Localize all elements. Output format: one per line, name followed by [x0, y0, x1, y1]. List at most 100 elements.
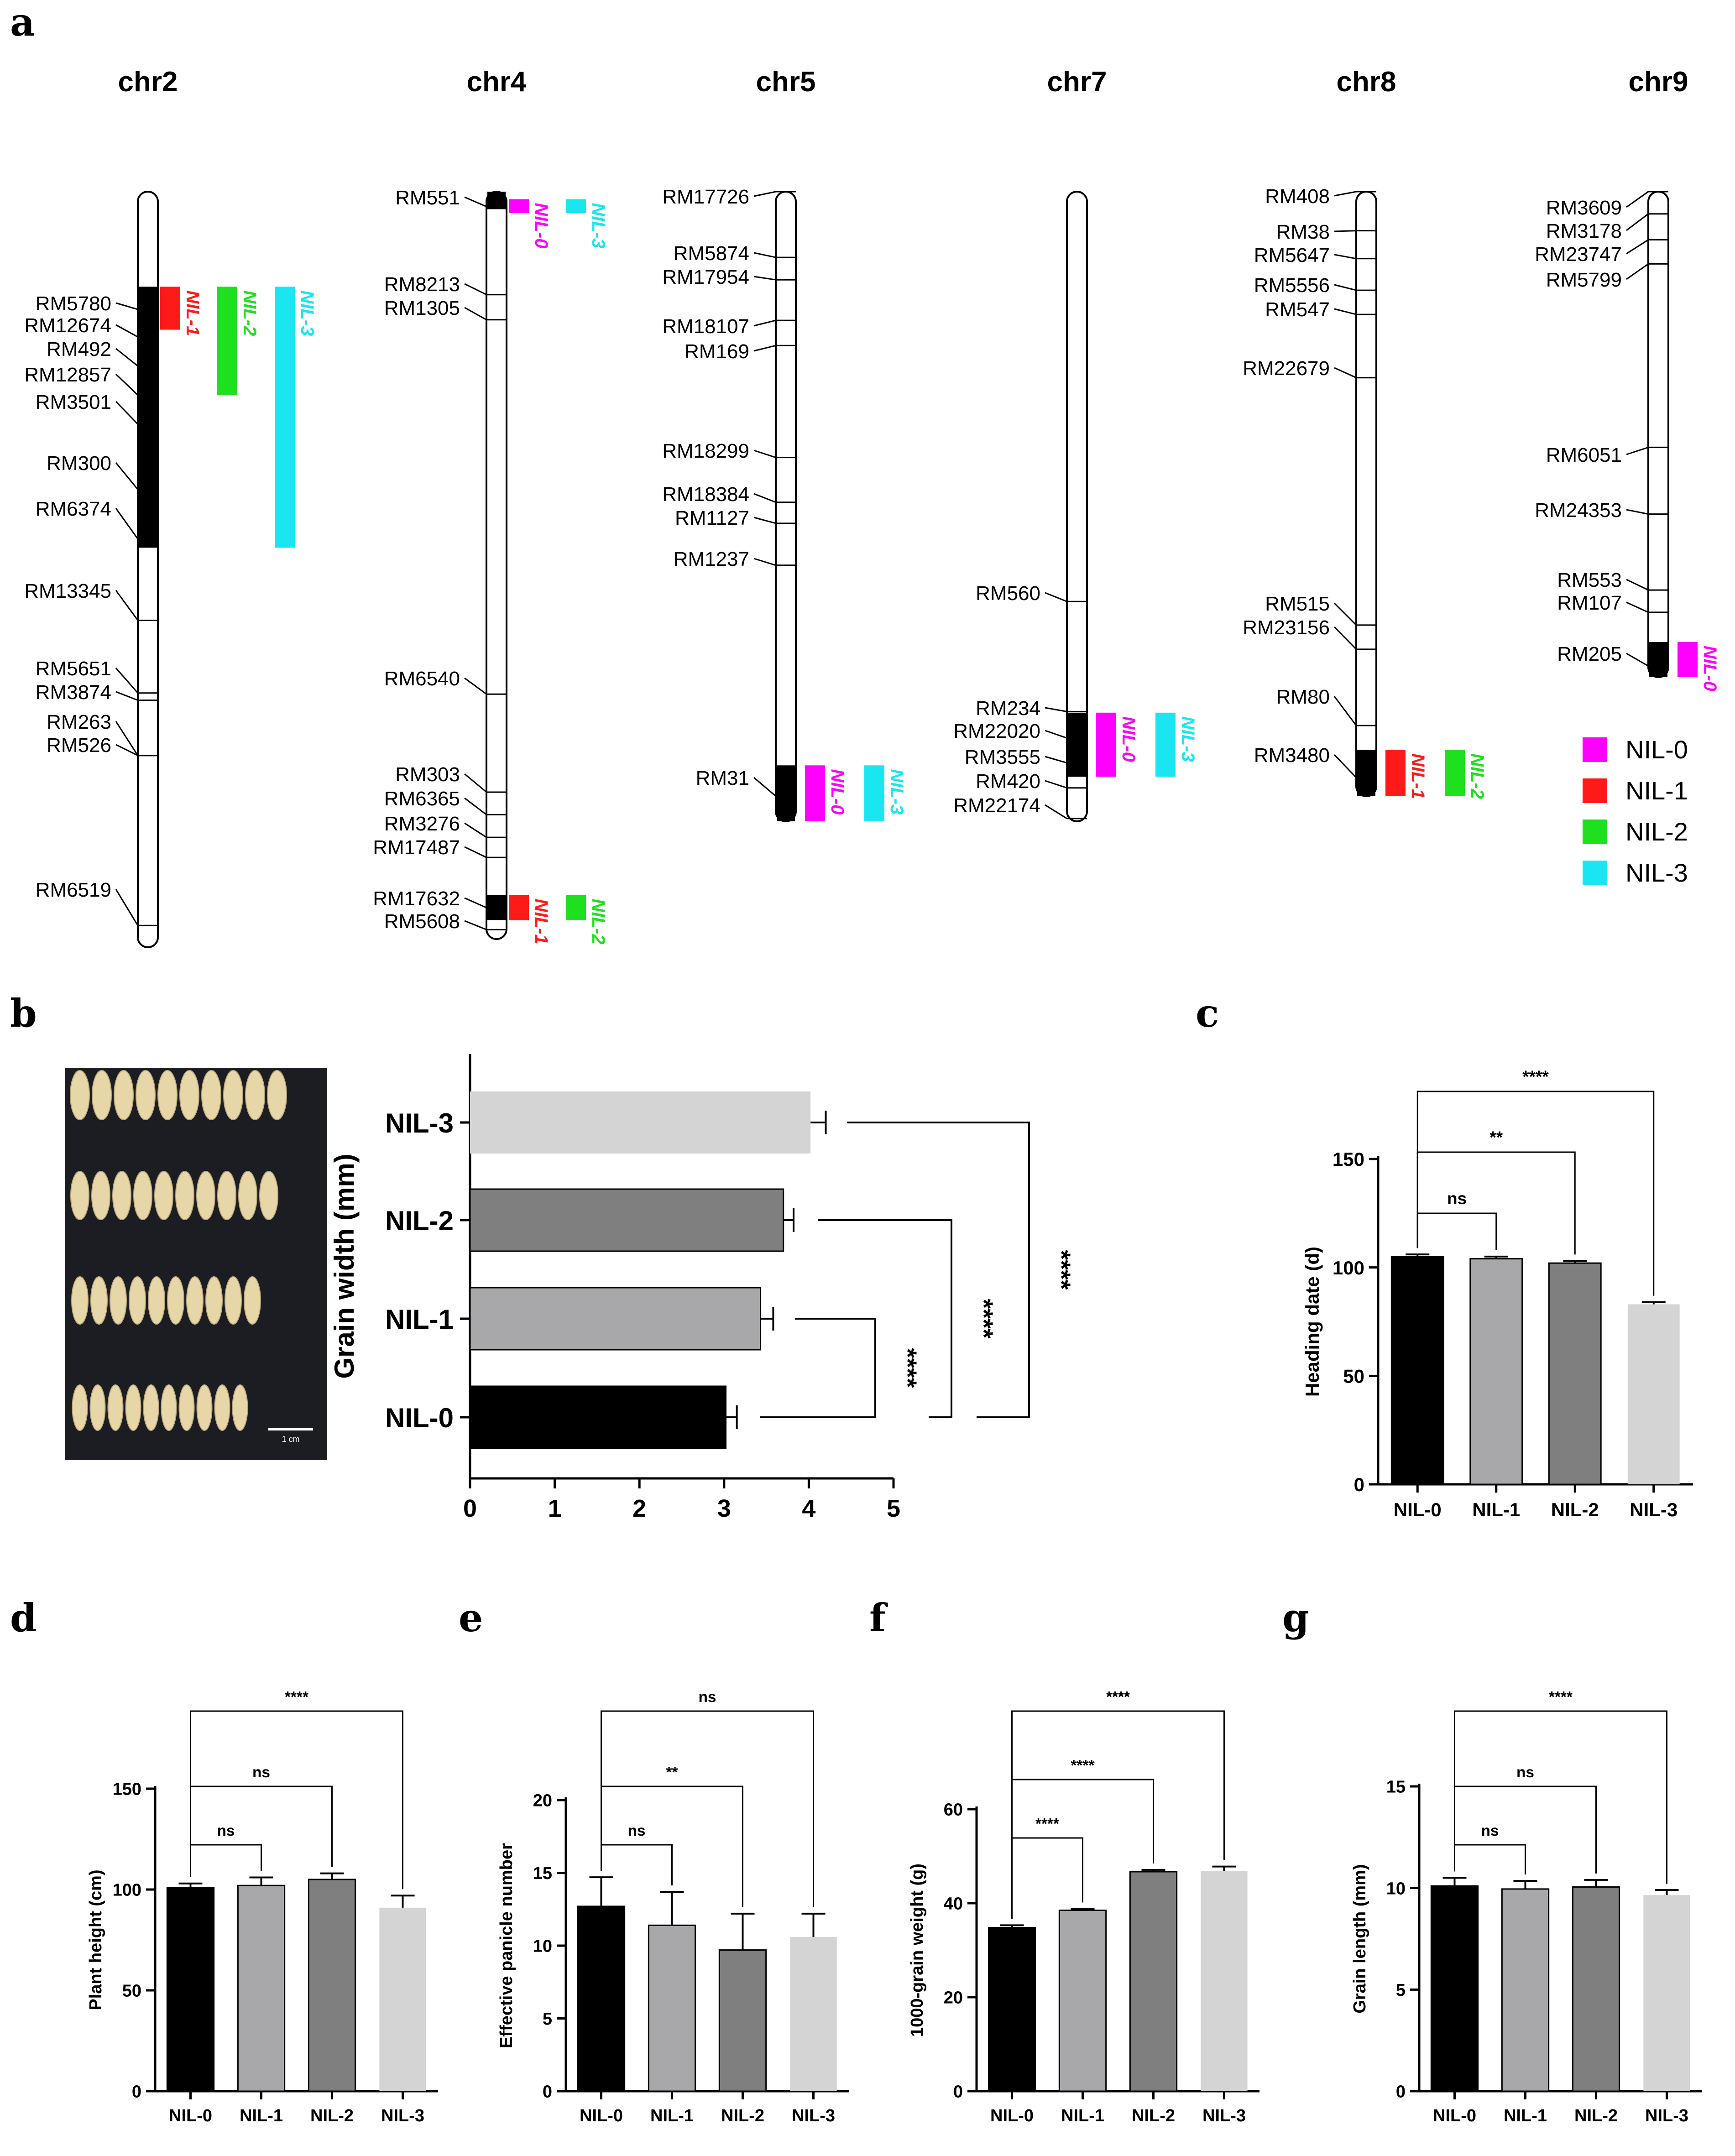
y-tick-label: 15: [1386, 1778, 1406, 1797]
segment-label-nil-2: NIL-2: [240, 290, 260, 336]
grain: [148, 1276, 165, 1325]
segment-nil-3: [566, 199, 586, 213]
x-tick-label: 3: [717, 1495, 731, 1522]
legend-label-nil-1: NIL-1: [1625, 776, 1688, 805]
x-tick-label-nil-2: NIL-2: [1551, 1499, 1599, 1520]
grain: [167, 1276, 184, 1325]
marker-label: RM80: [1276, 686, 1330, 708]
significance-bracket: [1416, 1091, 1655, 1296]
y-tick-label-nil-2: NIL-2: [385, 1206, 454, 1236]
marker-label: RM22174: [953, 794, 1040, 817]
y-tick-label-nil-0: NIL-0: [385, 1403, 454, 1433]
segment-label-nil-0: NIL-0: [827, 769, 847, 814]
marker-label: RM13345: [24, 580, 111, 602]
chromosome-chr7: chr7RM560RM234RM22020RM3555RM420RM22174N…: [953, 66, 1198, 822]
marker-leader: [115, 721, 139, 756]
significance-bracket: [190, 1710, 403, 1890]
marker-leader: [464, 846, 487, 858]
marker-leader: [1045, 730, 1067, 739]
marker-leader: [753, 493, 776, 503]
segment-nil-2: [566, 895, 586, 920]
marker-leader: [1626, 263, 1649, 280]
segment-label-nil-3: NIL-3: [588, 203, 608, 249]
chromosome-title: chr7: [1047, 66, 1107, 98]
y-tick-label: 5: [1396, 1981, 1406, 2000]
marker-label: RM5874: [674, 242, 749, 265]
legend-label-nil-3: NIL-3: [1625, 858, 1688, 887]
grain: [238, 1171, 257, 1220]
grain: [205, 1276, 223, 1325]
marker-label: RM3276: [384, 813, 460, 835]
x-tick-label-nil-3: NIL-3: [381, 2106, 424, 2125]
grain: [71, 1276, 89, 1325]
panel-label-e: e: [459, 1595, 483, 1640]
segment-nil-1: [1385, 750, 1406, 796]
chromosome-title: chr5: [756, 66, 816, 98]
grain: [217, 1171, 236, 1220]
y-axis-title: Grain length (mm): [1350, 1864, 1369, 2013]
marker-leader: [1334, 254, 1357, 260]
marker-leader: [1626, 239, 1649, 255]
segment-nil-0: [805, 765, 825, 821]
y-tick-label: 150: [113, 1780, 141, 1799]
bar-nil-2: [1572, 1886, 1620, 2092]
marker-leader: [1334, 367, 1357, 379]
marker-label: RM18107: [662, 315, 749, 338]
grain: [125, 1384, 141, 1431]
x-tick-label-nil-2: NIL-2: [1574, 2106, 1618, 2125]
marker-leader: [115, 462, 139, 490]
x-tick-label-nil-0: NIL-0: [1433, 2106, 1476, 2125]
grain: [70, 1070, 90, 1120]
grain-rows: [70, 1070, 287, 1431]
segment-label-nil-3: NIL-3: [1178, 716, 1198, 762]
segment-label-nil-1: NIL-1: [531, 899, 551, 945]
significance-label: ns: [627, 1822, 645, 1839]
introgression-block: [1357, 750, 1375, 796]
marker-leader: [464, 822, 487, 838]
bar-nil-1: [237, 1885, 286, 2092]
marker-label: RM492: [47, 338, 111, 360]
marker-label: RM1127: [675, 507, 749, 529]
marker-label: RM12674: [24, 314, 111, 337]
nil-legend: NIL-0 NIL-1 NIL-2 NIL-3: [1583, 735, 1688, 887]
x-tick-label: 1: [548, 1495, 562, 1522]
x-tick-label-nil-0: NIL-0: [580, 2106, 623, 2125]
y-tick-label-nil-1: NIL-1: [385, 1304, 454, 1335]
marker-label: RM3874: [36, 681, 111, 704]
x-tick-label-nil-2: NIL-2: [721, 2106, 764, 2125]
grain: [72, 1384, 88, 1431]
grain: [178, 1384, 195, 1431]
marker-leader: [1334, 191, 1357, 197]
y-tick-label: 100: [113, 1881, 141, 1900]
marker-label: RM3480: [1254, 744, 1330, 767]
x-tick-label-nil-0: NIL-0: [169, 2106, 212, 2125]
y-tick-label: 40: [944, 1895, 963, 1914]
segment-label-nil-1: NIL-1: [1408, 753, 1428, 799]
marker-leader: [753, 777, 776, 797]
marker-label: RM22020: [953, 720, 1040, 742]
significance-label: ****: [1071, 1757, 1094, 1774]
x-tick-label: 4: [802, 1495, 815, 1522]
legend-swatch-nil-2: [1583, 820, 1607, 844]
grain: [245, 1070, 265, 1120]
marker-leader: [115, 302, 138, 310]
chromosome-body: [1355, 191, 1377, 797]
y-axis-title: 1000-grain weight (g): [908, 1864, 927, 2037]
x-tick-label-nil-0: NIL-0: [990, 2106, 1034, 2125]
marker-label: RM5647: [1254, 244, 1330, 266]
y-tick-label: 0: [1396, 2083, 1406, 2102]
significance-bracket: [1011, 1710, 1225, 1919]
bar-nil-1: [1058, 1909, 1107, 2092]
x-tick-label-nil-1: NIL-1: [1472, 1499, 1520, 1520]
marker-leader: [464, 283, 487, 296]
y-tick-label: 20: [533, 1791, 552, 1811]
significance-label: ****: [1106, 1689, 1130, 1706]
segment-label-nil-1: NIL-1: [183, 290, 203, 336]
marker-label: RM8213: [384, 273, 460, 296]
segment-label-nil-2: NIL-2: [1467, 753, 1487, 799]
marker-label: RM526: [47, 734, 111, 757]
chromosome-chr9: chr9RM3609RM3178RM23747RM5799RM6051RM243…: [1535, 66, 1720, 691]
grain: [225, 1276, 242, 1325]
marker-leader: [115, 744, 138, 757]
